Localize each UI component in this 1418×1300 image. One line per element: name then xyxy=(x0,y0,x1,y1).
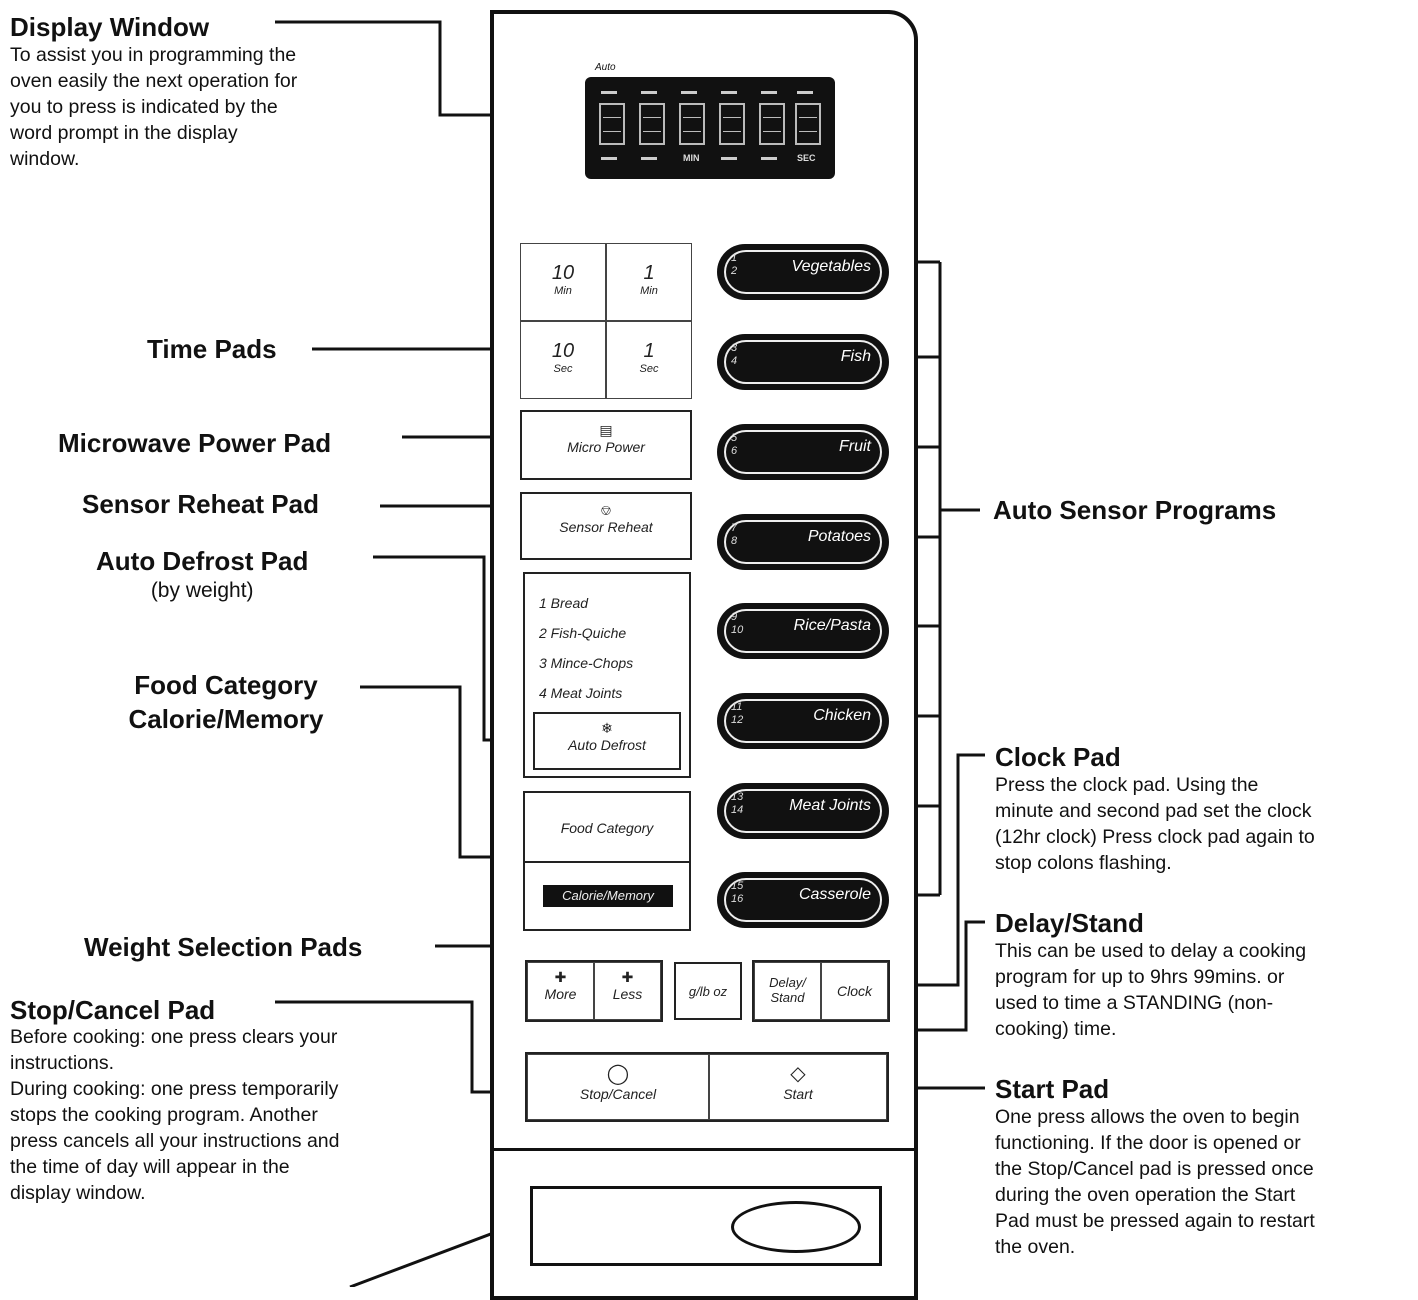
stop-cancel-label: Stop/Cancel Pad xyxy=(10,995,216,1025)
display-min: MIN xyxy=(683,153,700,163)
sensor-reheat-pad-label: Sensor Reheat Pad xyxy=(82,489,319,519)
auto-defrost-pad-label: Auto Defrost Pad (by weight) xyxy=(96,546,309,602)
auto-defrost-button[interactable]: ❄ Auto Defrost xyxy=(533,712,681,770)
door-divider xyxy=(490,1148,918,1151)
food-category-button[interactable]: Food Category xyxy=(525,793,689,863)
clock-button[interactable]: Clock xyxy=(821,962,888,1020)
microwave-icon: ▤ xyxy=(599,422,613,438)
display-sec: SEC xyxy=(797,153,816,163)
delay-stand-label: Delay/Stand xyxy=(995,908,1144,938)
sensor-reheat-button[interactable]: ⎊ Sensor Reheat xyxy=(520,492,692,560)
display-window: MIN SEC xyxy=(585,77,835,179)
delay-clock-pads: Delay/ Stand Clock xyxy=(752,960,890,1022)
minus-icon: ✚ xyxy=(621,969,634,985)
auto-sensor-label: Auto Sensor Programs xyxy=(993,495,1277,525)
door-release-panel xyxy=(530,1186,882,1266)
stop-icon: ◯ xyxy=(606,1063,630,1085)
clock-pad-label: Clock Pad xyxy=(995,742,1121,772)
stop-start-pads: ◯ Stop/Cancel ◇ Start xyxy=(525,1052,889,1122)
display-window-label: Display Window xyxy=(10,12,210,42)
weight-unit-button[interactable]: g/lb oz xyxy=(674,962,742,1020)
calorie-memory-button[interactable]: Calorie/Memory xyxy=(543,885,673,907)
time-pads-label: Time Pads xyxy=(147,334,277,364)
food-calorie-group: Food Category Calorie/Memory xyxy=(523,791,691,931)
start-pad-label: Start Pad xyxy=(995,1074,1110,1104)
start-button[interactable]: ◇ Start xyxy=(709,1054,887,1120)
stop-cancel-button[interactable]: ◯ Stop/Cancel xyxy=(527,1054,709,1120)
micro-power-button[interactable]: ▤ Micro Power xyxy=(520,410,692,480)
bowl-icon: ⎊ xyxy=(600,502,612,518)
less-button[interactable]: ✚ Less xyxy=(594,962,661,1020)
display-auto-indicator: Auto xyxy=(595,62,616,73)
start-icon: ◇ xyxy=(790,1063,806,1085)
weight-pads: ✚ More ✚ Less xyxy=(525,960,663,1022)
delay-stand-button[interactable]: Delay/ Stand xyxy=(754,962,821,1020)
defrost-icon: ❄ xyxy=(601,720,613,736)
micro-power-pad-label: Microwave Power Pad xyxy=(58,428,332,458)
plus-icon: ✚ xyxy=(554,969,567,985)
more-button[interactable]: ✚ More xyxy=(527,962,594,1020)
weight-selection-label: Weight Selection Pads xyxy=(84,932,363,962)
door-release-button[interactable] xyxy=(731,1201,861,1253)
